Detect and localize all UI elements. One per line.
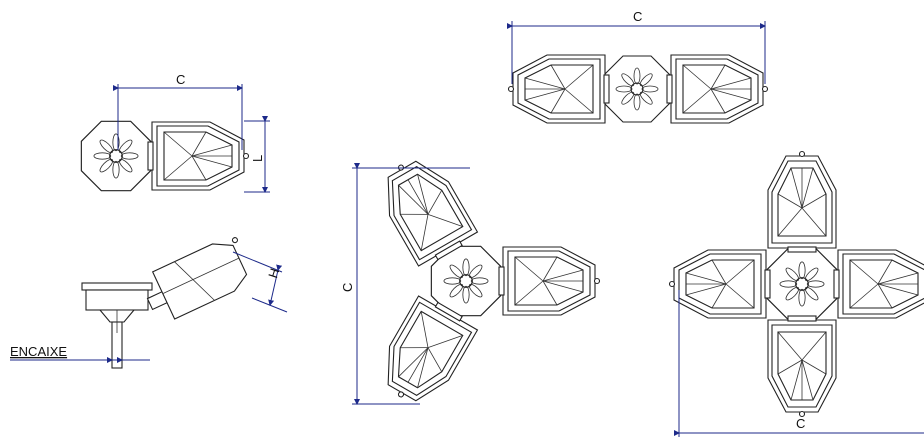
encaixe-label: ENCAIXE [10, 344, 67, 359]
dimension-c-double: C [633, 9, 642, 24]
dimension-c-single: C [176, 72, 185, 87]
triple-head-plan-view [352, 147, 601, 415]
dimension-c-triple: C [340, 283, 355, 292]
side-elevation-view [10, 237, 288, 369]
dimension-h: H [265, 266, 282, 280]
double-head-plan-view [507, 21, 769, 124]
dimension-c-quadruple: C [796, 416, 805, 431]
dimension-l: L [250, 155, 265, 162]
quadruple-head-plan-view [668, 150, 924, 437]
single-head-plan-view [80, 84, 270, 193]
